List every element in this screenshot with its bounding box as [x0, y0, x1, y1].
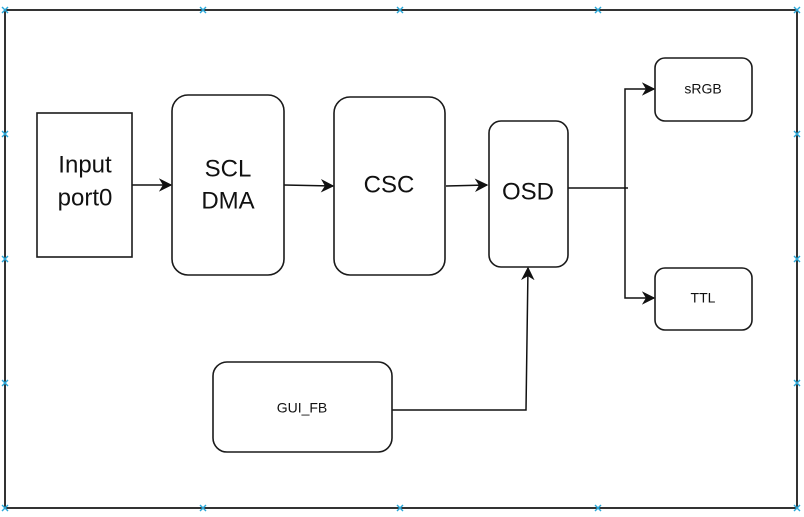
node-srgb[interactable]: sRGB	[654, 57, 753, 122]
edge-osd-to-srgb	[624, 82, 656, 188]
node-label: TTL	[691, 290, 716, 306]
node-gui-fb[interactable]: GUI_FB	[212, 361, 393, 453]
selection-handle-icon[interactable]	[594, 504, 602, 512]
node-label: Input	[58, 151, 112, 178]
selection-handle-icon[interactable]	[793, 6, 801, 14]
node-osd[interactable]: OSD	[488, 120, 569, 268]
selection-handle-icon[interactable]	[199, 504, 207, 512]
selection-handle-icon[interactable]	[594, 6, 602, 14]
selection-handle-icon[interactable]	[793, 504, 801, 512]
node-label: OSD	[502, 178, 554, 205]
node-label: DMA	[201, 187, 254, 214]
edge-csc-to-osd	[445, 178, 489, 193]
selection-handle-icon[interactable]	[793, 379, 801, 387]
node-ttl[interactable]: TTL	[654, 267, 753, 331]
selection-handles[interactable]	[1, 6, 801, 512]
node-csc[interactable]: CSC	[333, 96, 446, 276]
selection-handle-icon[interactable]	[793, 255, 801, 263]
selection-handle-icon[interactable]	[199, 6, 207, 14]
edge-gui-fb-to-osd	[391, 266, 535, 411]
node-input-port0[interactable]: Input port0	[36, 112, 133, 258]
selection-handle-icon[interactable]	[793, 130, 801, 138]
edge-scl-to-csc	[283, 179, 335, 193]
node-label: GUI_FB	[277, 400, 328, 416]
selection-handle-icon[interactable]	[396, 504, 404, 512]
node-scl-dma[interactable]: SCL DMA	[171, 94, 285, 276]
selection-handle-icon[interactable]	[1, 504, 9, 512]
edge-osd-to-ttl	[624, 188, 656, 305]
selection-handle-icon[interactable]	[1, 255, 9, 263]
node-label: sRGB	[684, 81, 721, 97]
selection-handle-icon[interactable]	[1, 6, 9, 14]
selection-handle-icon[interactable]	[1, 379, 9, 387]
node-label: SCL	[205, 155, 252, 182]
selection-handle-icon[interactable]	[396, 6, 404, 14]
selection-handle-icon[interactable]	[1, 130, 9, 138]
node-label: CSC	[364, 171, 415, 198]
edges	[132, 82, 656, 411]
node-label: port0	[58, 184, 113, 211]
